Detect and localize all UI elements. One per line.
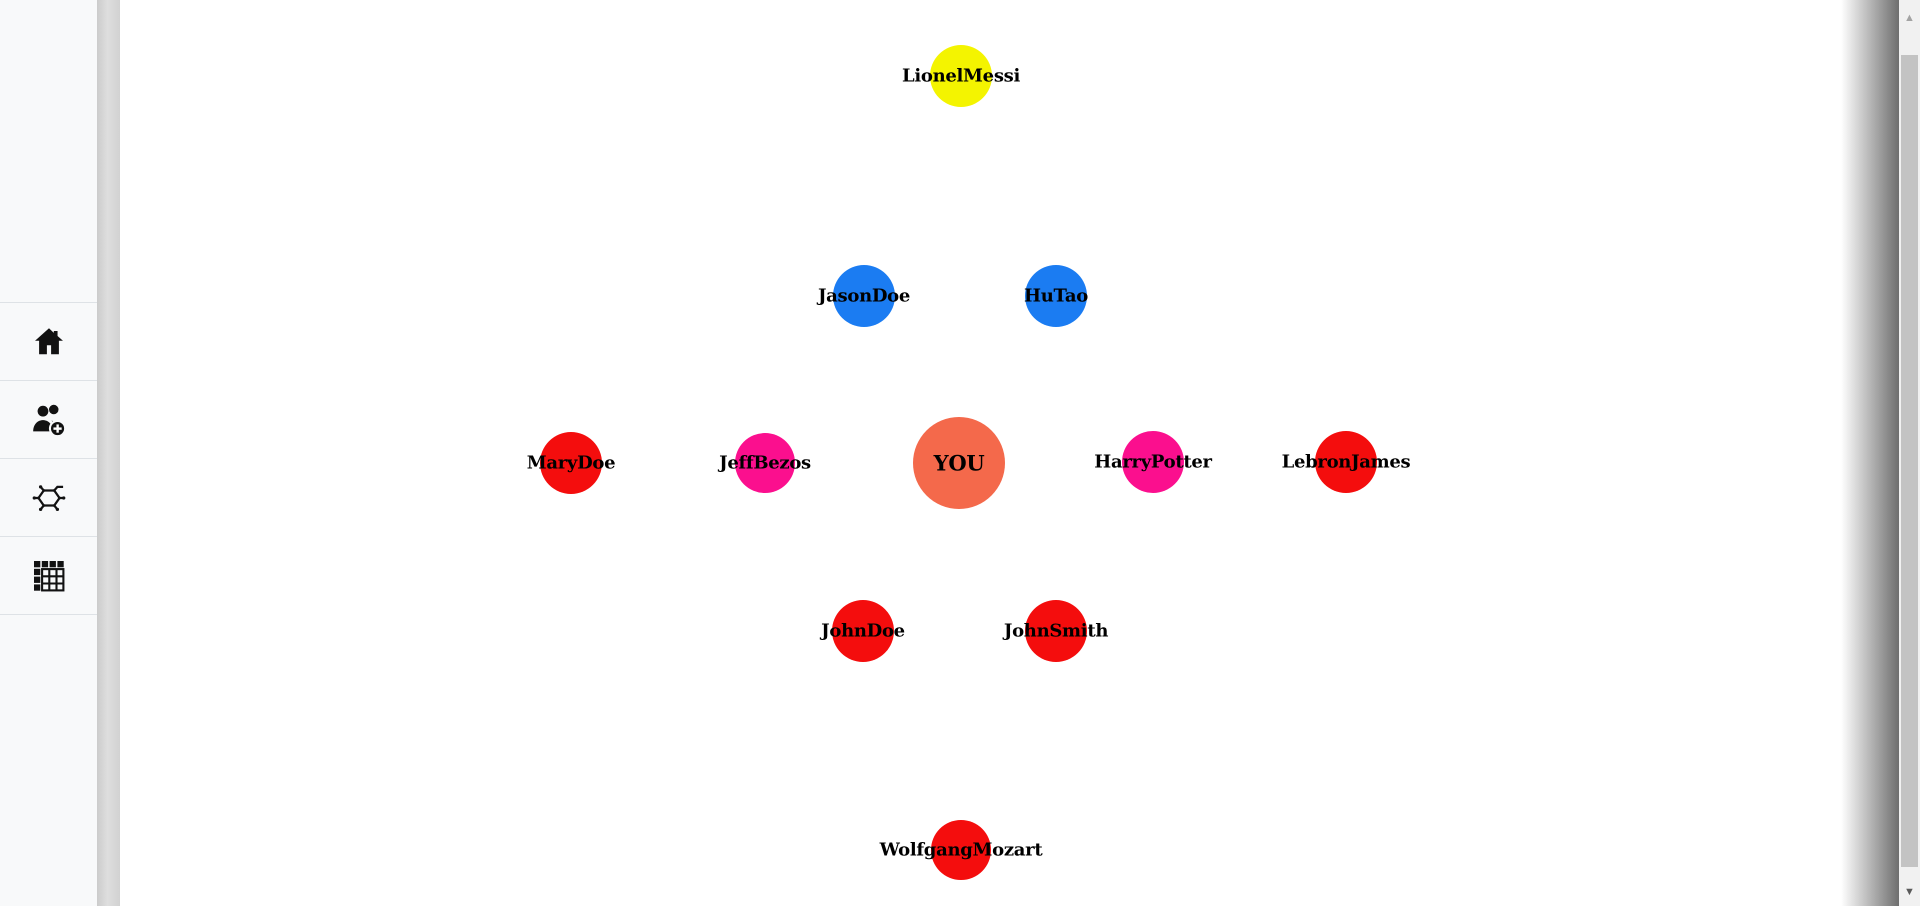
node-label: WolfgangMozart [879,839,1043,861]
graph-node[interactable]: JeffBezos [719,433,811,493]
table-icon [31,558,67,594]
sidebar-item-home[interactable] [0,303,97,381]
node-label: MaryDoe [526,452,616,474]
graph-node[interactable]: LionelMessi [902,45,1020,107]
graph-node[interactable]: MaryDoe [527,432,616,494]
sidebar-menu [0,302,97,615]
graph-node[interactable]: WolfgangMozart [880,820,1043,880]
node-label: JeffBezos [719,452,811,474]
scrollbar-thumb[interactable] [1901,55,1918,867]
graph-node[interactable]: HarryPotter [1094,431,1212,493]
node-label: YOU [933,450,985,476]
scroll-up-icon[interactable]: ▲ [1904,12,1915,24]
node-label: LebronJames [1281,451,1411,473]
sidebar-item-add-person[interactable] [0,381,97,459]
sidebar [0,0,97,906]
node-label: HarryPotter [1094,451,1212,473]
canvas-right-shadow [1841,0,1899,906]
graph-node[interactable]: JohnDoe [821,600,905,662]
node-label: JasonDoe [817,285,911,307]
graph-node[interactable]: LebronJames [1282,431,1411,493]
graph-node[interactable]: YOU [913,417,1005,509]
home-icon [31,324,67,360]
sidebar-gap-strip [97,0,120,906]
vertical-scrollbar[interactable]: ▲ ▼ [1899,0,1920,906]
node-label: JohnDoe [821,620,905,642]
scroll-down-icon[interactable]: ▼ [1904,886,1915,898]
molecule-icon [31,480,67,516]
person-add-icon [30,401,68,439]
node-label: HuTao [1024,285,1088,307]
sidebar-item-table[interactable] [0,537,97,615]
graph-node[interactable]: HuTao [1024,265,1088,327]
node-label: LionelMessi [901,65,1021,87]
graph-node[interactable]: JohnSmith [1004,600,1108,662]
node-label: JohnSmith [1003,620,1109,642]
graph-node[interactable]: JasonDoe [818,265,910,327]
sidebar-item-network[interactable] [0,459,97,537]
